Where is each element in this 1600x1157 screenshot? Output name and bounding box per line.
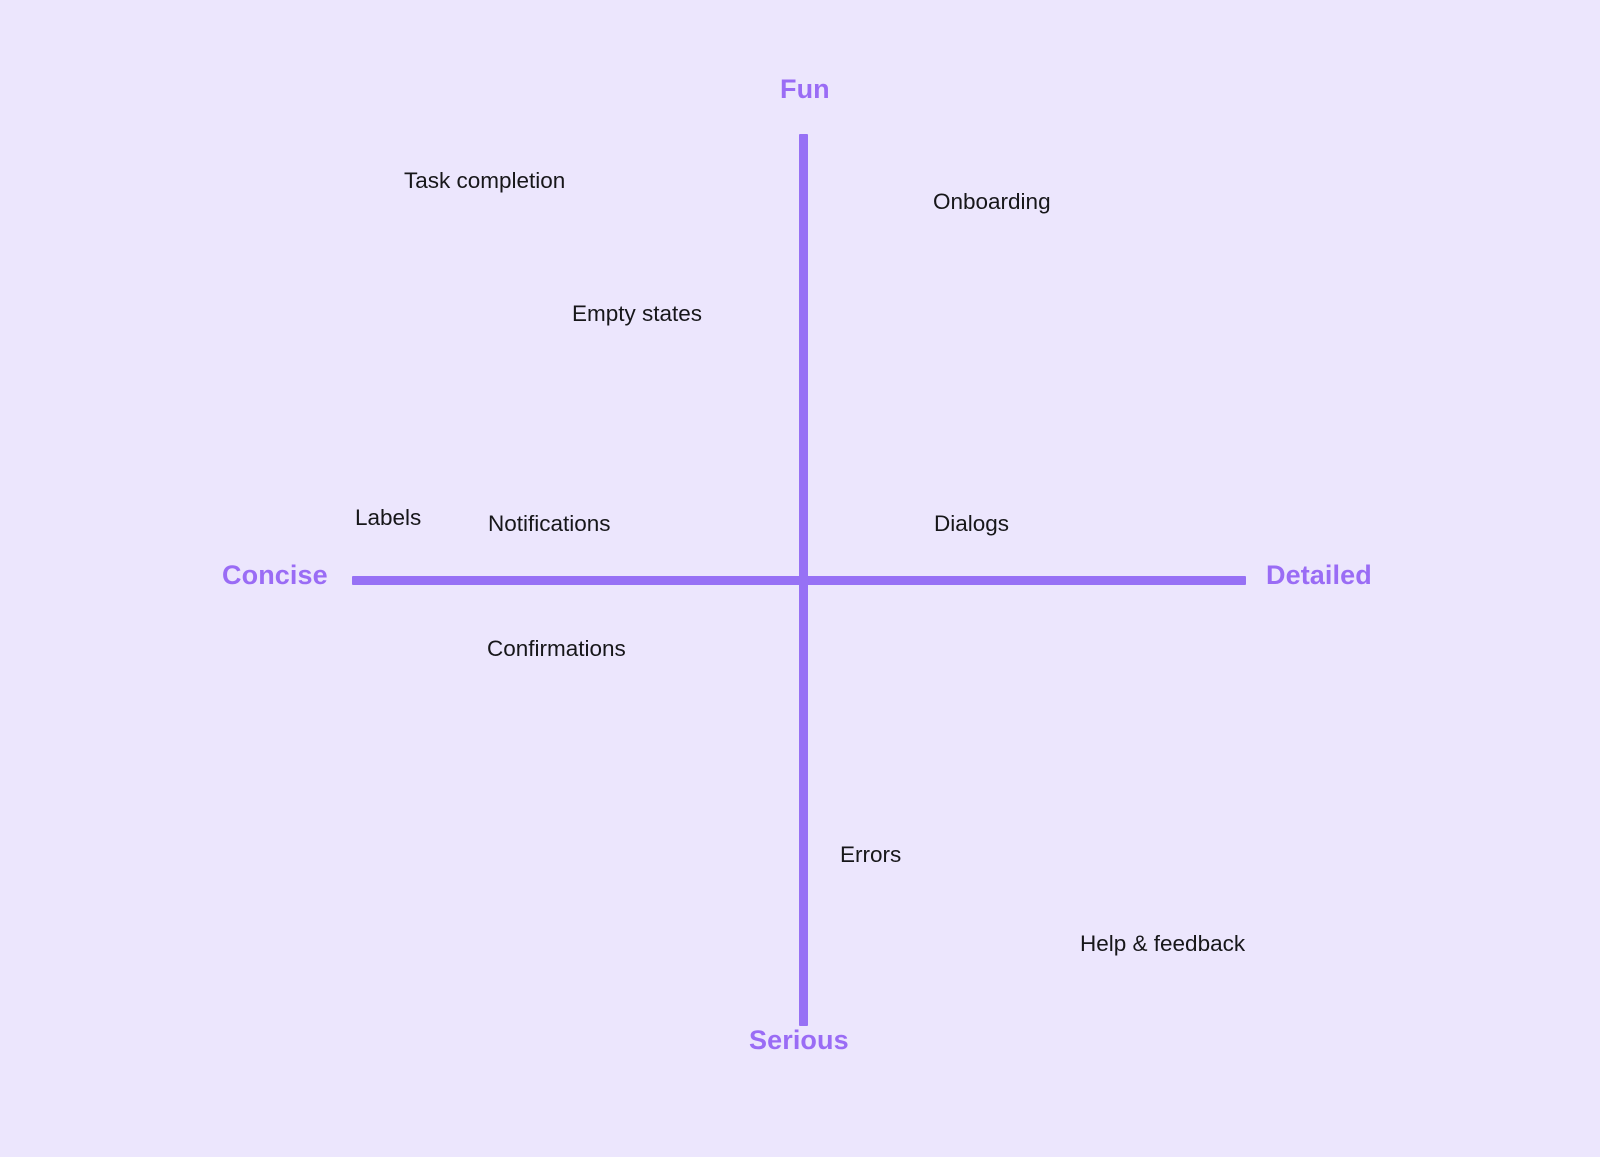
- axis-pole-label-detailed: Detailed: [1266, 560, 1372, 590]
- matrix-item-dialogs: Dialogs: [934, 511, 1010, 536]
- horizontal-axis-line: [352, 576, 1246, 585]
- matrix-item-empty-states: Empty states: [572, 301, 703, 326]
- matrix-item-labels: Labels: [355, 505, 422, 530]
- matrix-item-task-completion: Task completion: [404, 168, 566, 193]
- matrix-item-notifications: Notifications: [488, 511, 611, 536]
- axis-pole-label-concise: Concise: [222, 560, 328, 590]
- matrix-item-errors: Errors: [840, 842, 902, 867]
- matrix-item-onboarding: Onboarding: [933, 189, 1051, 214]
- axis-pole-label-fun: Fun: [780, 74, 830, 104]
- matrix-item-confirmations: Confirmations: [487, 636, 626, 661]
- axis-pole-label-serious: Serious: [749, 1025, 849, 1055]
- matrix-item-help-feedback: Help & feedback: [1080, 931, 1246, 956]
